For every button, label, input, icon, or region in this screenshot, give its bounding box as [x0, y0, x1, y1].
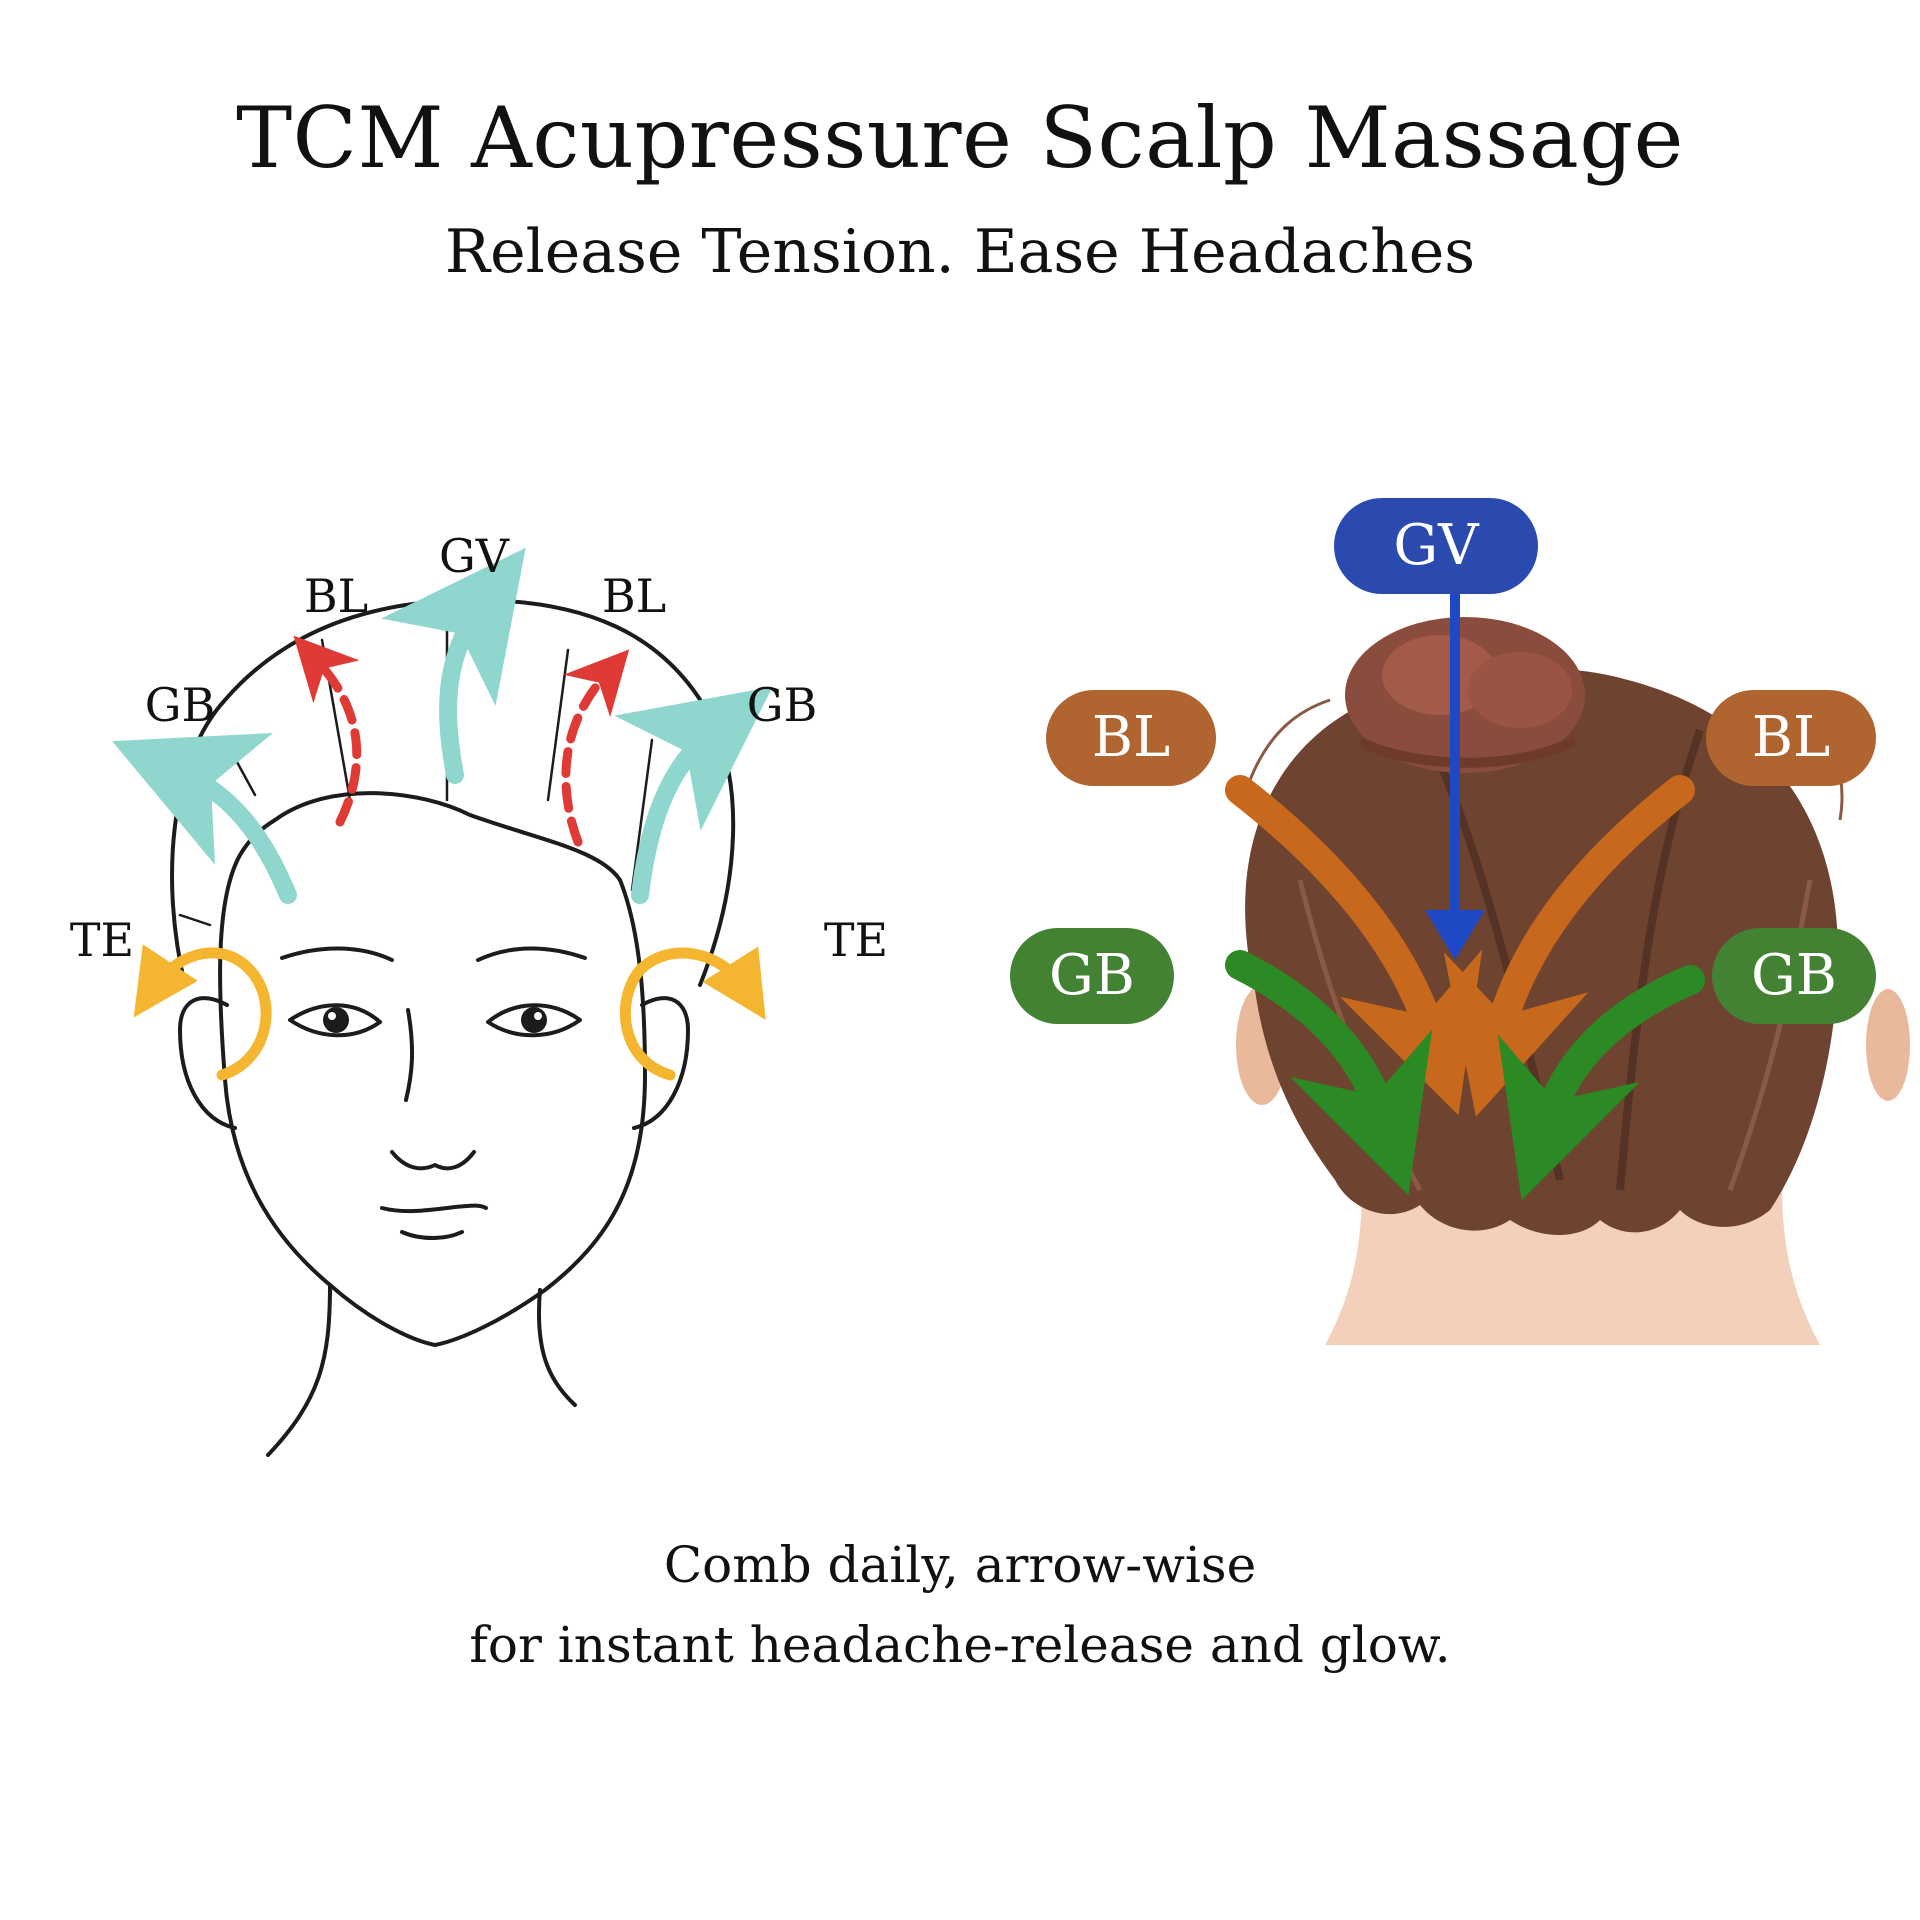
- back-label-bl-right: BL: [1706, 690, 1876, 786]
- front-bl-left-arrow: [293, 635, 362, 827]
- back-label-bl-left: BL: [1046, 690, 1216, 786]
- back-label-gb-right: GB: [1712, 928, 1876, 1024]
- front-nose: [404, 1008, 415, 1102]
- caption-line-2: for instant headache-release and glow.: [469, 1616, 1451, 1674]
- back-gb-left-arrow: [1225, 950, 1433, 1196]
- back-bl-left-arrow: [1225, 775, 1483, 1116]
- front-right-eyebrow: [476, 946, 587, 962]
- front-mouth: [380, 1203, 488, 1214]
- front-gv-arrow: [381, 547, 526, 784]
- front-gb-right-arrow: [614, 686, 773, 904]
- front-te-left-arrow: [133, 944, 272, 1081]
- page-title: TCM Acupressure Scalp Massage: [236, 89, 1684, 187]
- front-left-eyebrow: [280, 946, 394, 962]
- back-label-gb-left: GB: [1010, 928, 1174, 1024]
- front-left-ear: [178, 996, 237, 1130]
- back-label-gv: GV: [1334, 498, 1538, 594]
- front-bl-right-arrow: [561, 649, 630, 847]
- back-gb-right-arrow: [1497, 965, 1705, 1201]
- front-meridian-arrows: [112, 547, 773, 1081]
- front-neck: [266, 1283, 332, 1457]
- front-face-outline: [218, 791, 647, 1347]
- caption-line-1: Comb daily, arrow-wise: [663, 1536, 1257, 1594]
- back-bl-right-arrow: [1443, 775, 1695, 1117]
- back-right-ear: [1866, 989, 1910, 1101]
- front-label-gb-left: GB: [144, 678, 216, 732]
- front-label-gv: GV: [439, 529, 509, 583]
- front-label-te-left: TE: [69, 913, 135, 967]
- front-right-pupil: [521, 1007, 547, 1033]
- front-label-bl-right: BL: [601, 569, 667, 623]
- front-gb-left-arrow: [112, 733, 297, 904]
- front-right-eye: [486, 1003, 582, 1038]
- front-label-te-right: TE: [823, 913, 889, 967]
- front-te-right-arrow: [619, 946, 766, 1081]
- front-left-eye: [288, 1003, 382, 1038]
- front-label-bl-left: BL: [303, 569, 369, 623]
- front-right-ear: [632, 996, 690, 1130]
- back-meridian-arrows: [1225, 580, 1705, 1201]
- page-subtitle: Release Tension. Ease Headaches: [444, 217, 1476, 287]
- front-label-gb-right: GB: [746, 678, 818, 732]
- front-left-pupil: [323, 1007, 349, 1033]
